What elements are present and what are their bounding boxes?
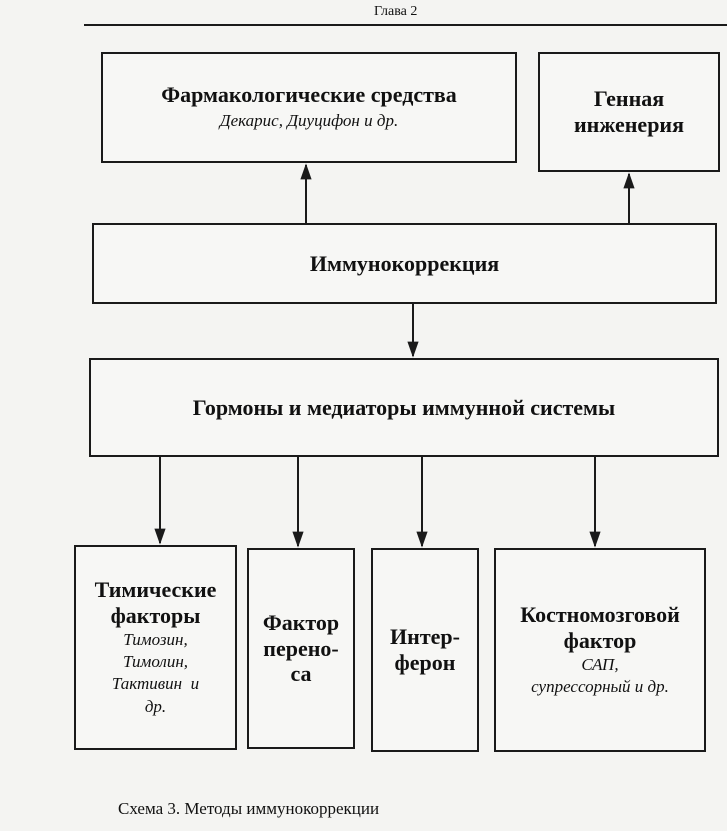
transfer-line3: са (290, 661, 312, 687)
hormones-title: Гормоны и медиаторы иммунной системы (192, 394, 616, 420)
transfer-box: Фактор перено- са (247, 548, 355, 749)
genetic-line1: Генная (593, 86, 665, 112)
header-rule (84, 24, 727, 26)
immunocorrection-box: Иммунокоррекция (92, 223, 717, 304)
immunocorrection-title: Иммунокоррекция (309, 250, 500, 276)
pharma-box: Фармакологические средства Декарис, Диуц… (101, 52, 517, 163)
marrow-sub2: супрессорный и др. (531, 676, 669, 696)
thymic-sub4: др. (144, 696, 167, 716)
pharma-subtitle: Декарис, Диуцифон и др. (219, 111, 399, 131)
marrow-line2: фактор (563, 627, 637, 653)
pharma-title: Фармакологические средства (161, 82, 457, 108)
thymic-box: Тимические факторы Тимозин, Тимолин, Так… (74, 545, 237, 750)
genetic-line2: инженерия (573, 112, 685, 137)
thymic-sub2: Тимолин, (122, 652, 189, 672)
marrow-sub1: САП, (581, 654, 619, 674)
interferon-line1: Интер- (390, 624, 460, 650)
thymic-line2: факторы (110, 603, 201, 629)
thymic-line1: Тимические (94, 577, 217, 603)
marrow-box: Костномозговой фактор САП, супрессорный … (494, 548, 706, 752)
interferon-line2: ферон (394, 650, 456, 675)
genetic-box: Генная инженерия (538, 52, 720, 172)
transfer-line1: Фактор (262, 609, 340, 635)
figure-caption: Схема 3. Методы иммунокоррекции (118, 799, 380, 818)
interferon-box: Интер- ферон (371, 548, 479, 752)
marrow-line1: Костномозговой (520, 601, 680, 627)
transfer-line2: перено- (263, 635, 339, 661)
thymic-sub3: Тактивин и (111, 674, 200, 694)
hormones-box: Гормоны и медиаторы иммунной системы (89, 358, 719, 457)
chapter-header: Глава 2 (374, 4, 418, 19)
thymic-sub1: Тимозин, (123, 630, 188, 650)
